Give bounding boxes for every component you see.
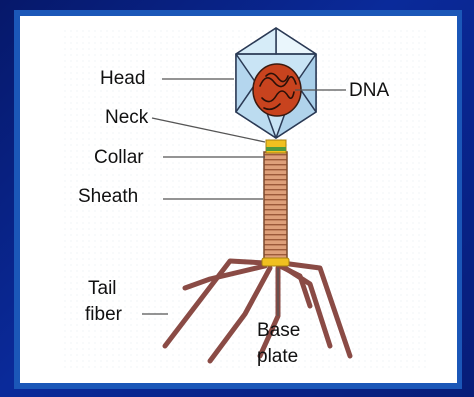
base-plate xyxy=(262,258,289,266)
label-plate: plate xyxy=(257,346,298,367)
label-head: Head xyxy=(100,68,145,89)
label-dna: DNA xyxy=(349,80,389,101)
label-base: Base xyxy=(257,320,300,341)
label-collar: Collar xyxy=(94,147,144,168)
collar xyxy=(266,140,286,153)
diagram-panel: Head DNA Neck Collar Sheath Tail fiber B… xyxy=(20,16,457,383)
label-sheath: Sheath xyxy=(78,186,138,207)
label-tail: Tail xyxy=(88,278,117,299)
dna-coil xyxy=(253,64,301,116)
sheath xyxy=(264,152,287,262)
label-fiber: fiber xyxy=(85,304,122,325)
label-neck: Neck xyxy=(105,107,148,128)
collar-band xyxy=(266,147,286,151)
